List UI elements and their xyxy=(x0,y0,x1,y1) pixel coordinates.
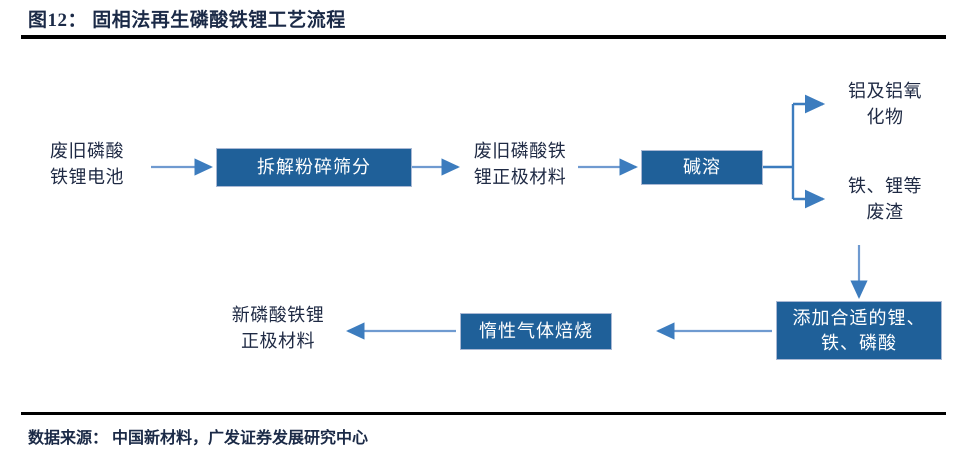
footer-divider xyxy=(21,412,946,415)
source-note: 数据来源： 中国新材料，广发证券发展研究中心 xyxy=(28,430,369,447)
node-alkali-leaching[interactable]: 碱溶 xyxy=(641,150,763,185)
node-waste-battery: 废旧磷酸 铁锂电池 xyxy=(50,141,124,188)
flowchart-diagram: 废旧磷酸 铁锂电池 拆解粉碎筛分 废旧磷酸铁 锂正极材料 碱溶 铝及铝氧 化物 … xyxy=(0,42,964,410)
node-iron-lithium-residue: 铁、锂等 废渣 xyxy=(848,176,922,223)
connector-layer xyxy=(151,94,868,340)
node-inert-gas-roasting[interactable]: 惰性气体焙烧 xyxy=(460,313,612,350)
node-new-lfp-cathode-material: 新磷酸铁锂 正极材料 xyxy=(231,305,325,352)
node-aluminum-and-oxide: 铝及铝氧 化物 xyxy=(848,81,922,128)
node-add-lithium-iron-phosphoric-acid[interactable]: 添加合适的锂、 铁、磷酸 xyxy=(776,301,942,360)
node-dismantle-crush-screen[interactable]: 拆解粉碎筛分 xyxy=(216,148,412,187)
page-title: 图12： 固相法再生磷酸铁锂工艺流程 xyxy=(28,10,346,31)
title-divider xyxy=(21,35,946,39)
node-waste-cathode-material: 废旧磷酸铁 锂正极材料 xyxy=(473,141,567,188)
